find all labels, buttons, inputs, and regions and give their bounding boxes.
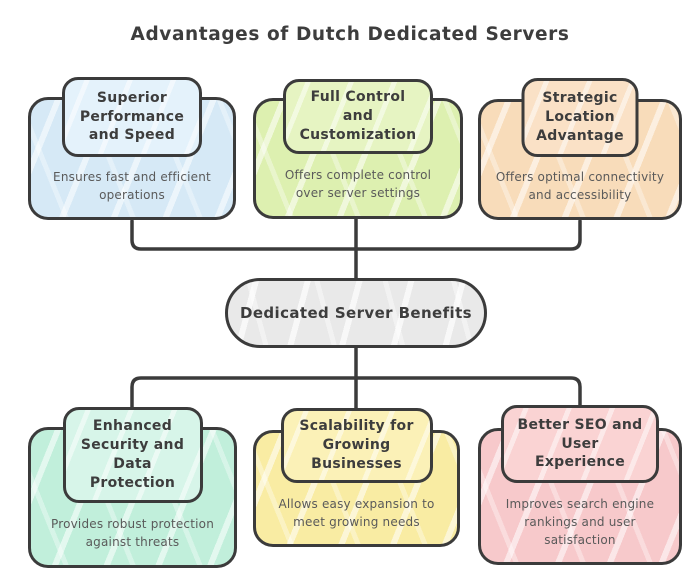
- node-header: Full Control and Customization: [283, 79, 433, 154]
- center-node-label: Dedicated Server Benefits: [240, 304, 472, 322]
- node-title: Full Control and Customization: [299, 89, 417, 143]
- diagram-title: Advantages of Dutch Dedicated Servers: [130, 24, 570, 45]
- node-title: Strategic Location Advantage: [536, 90, 624, 144]
- node-enhanced-security: Enhanced Security and Data Protection Pr…: [28, 407, 237, 568]
- node-header: Enhanced Security and Data Protection: [62, 407, 203, 503]
- node-full-control: Full Control and Customization Offers co…: [253, 79, 463, 219]
- node-title: Better SEO and User Experience: [517, 416, 643, 471]
- node-superior-performance: Superior Performance and Speed Ensures f…: [28, 77, 236, 220]
- node-description: Improves search engine rankings and user…: [505, 496, 655, 547]
- node-title: Enhanced Security and Data Protection: [80, 418, 185, 491]
- node-better-seo: Better SEO and User Experience Improves …: [478, 405, 682, 565]
- node-description: Offers complete control over server sett…: [284, 168, 432, 200]
- node-strategic-location: Strategic Location Advantage Offers opti…: [478, 78, 682, 220]
- center-node: Dedicated Server Benefits: [225, 278, 487, 348]
- node-description: Allows easy expansion to meet growing ne…: [278, 496, 435, 529]
- node-header: Strategic Location Advantage: [521, 78, 639, 157]
- node-description: Offers optimal connectivity and accessib…: [495, 170, 665, 202]
- node-header: Superior Performance and Speed: [62, 77, 202, 157]
- node-description: Ensures fast and efficient operations: [53, 170, 211, 202]
- node-description: Provides robust protection against threa…: [50, 517, 215, 549]
- connector-bottom-bracket: [130, 376, 582, 410]
- node-scalability: Scalability for Growing Businesses Allow…: [253, 408, 460, 547]
- node-title: Scalability for Growing Businesses: [299, 418, 414, 472]
- node-title: Superior Performance and Speed: [79, 89, 185, 144]
- node-header: Scalability for Growing Businesses: [280, 408, 433, 483]
- node-header: Better SEO and User Experience: [501, 405, 659, 483]
